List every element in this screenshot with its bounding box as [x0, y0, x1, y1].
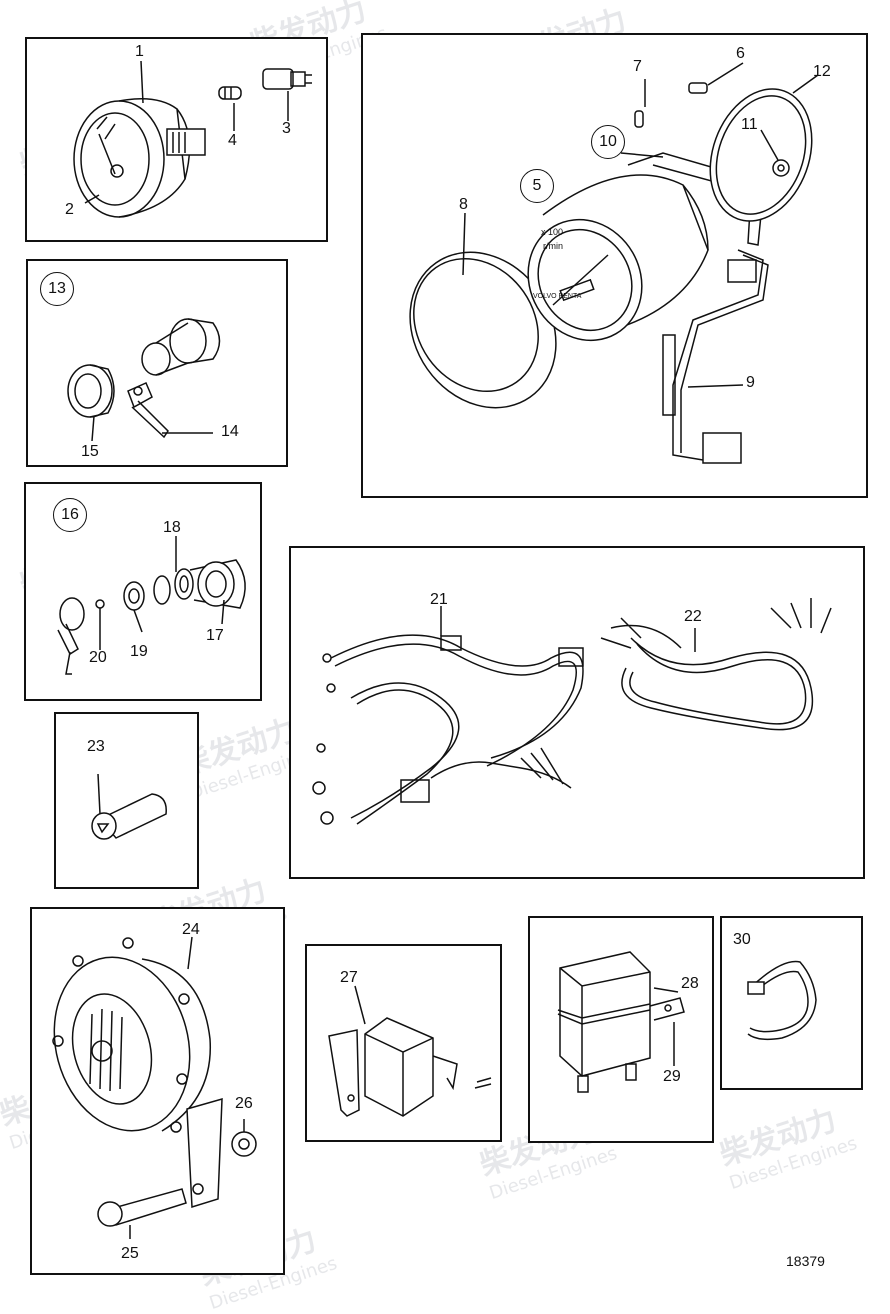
callout-6: 6 [736, 45, 745, 62]
callout-5-circled: 5 [520, 169, 554, 203]
callout-27: 27 [340, 969, 358, 986]
gauge-illustration [27, 39, 330, 244]
panel-bracket: 27 [305, 944, 502, 1142]
callout-2: 2 [65, 201, 74, 218]
bracket-illustration [307, 946, 504, 1144]
callout-16-circled: 16 [53, 498, 87, 532]
wiring-harness-illustration [291, 548, 867, 881]
panel-fuse: 23 [54, 712, 199, 889]
callout-10-circled: 10 [591, 125, 625, 159]
callout-24: 24 [182, 921, 200, 938]
callout-30: 30 [733, 931, 751, 948]
callout-22: 22 [684, 608, 702, 625]
callout-17: 17 [206, 627, 224, 644]
panel-tachometer: x 100 r/min VOLVO PENTA 6 7 8 9 11 12 10… [361, 33, 868, 498]
fuse-illustration [56, 714, 201, 891]
panel-key-switch: 16 17 18 19 20 [24, 482, 262, 701]
tachometer-illustration [363, 35, 870, 500]
panel-cable-tie: 30 [720, 916, 863, 1090]
callout-21: 21 [430, 591, 448, 608]
panel-ignition-switch: 13 14 15 [26, 259, 288, 467]
callout-7: 7 [633, 58, 642, 75]
callout-9: 9 [746, 374, 755, 391]
callout-8: 8 [459, 196, 468, 213]
callout-12: 12 [813, 63, 831, 80]
cable-tie-illustration [722, 918, 865, 1092]
callout-25: 25 [121, 1245, 139, 1262]
callout-13-circled: 13 [40, 272, 74, 306]
callout-29: 29 [663, 1068, 681, 1085]
callout-19: 19 [130, 643, 148, 660]
panel-horn: 24 25 26 [30, 907, 285, 1275]
panel-wiring-harness: 21 22 [289, 546, 865, 879]
panel-gauge: 1 2 3 4 [25, 37, 328, 242]
ignition-switch-illustration [28, 261, 290, 469]
callout-15: 15 [81, 443, 99, 460]
callout-4: 4 [228, 132, 237, 149]
relay-illustration [530, 918, 716, 1145]
callout-14: 14 [221, 423, 239, 440]
callout-20: 20 [89, 649, 107, 666]
document-number: 18379 [786, 1253, 825, 1269]
callout-23: 23 [87, 738, 105, 755]
callout-3: 3 [282, 120, 291, 137]
callout-26: 26 [235, 1095, 253, 1112]
key-switch-illustration [26, 484, 264, 703]
dial-unit-label: r/min [543, 241, 563, 251]
callout-11: 11 [741, 116, 758, 133]
horn-illustration [32, 909, 287, 1277]
dial-brand-label: VOLVO PENTA [533, 293, 582, 300]
dial-scale-label: x 100 [541, 227, 564, 237]
callout-18: 18 [163, 519, 181, 536]
panel-relay: 28 29 [528, 916, 714, 1143]
callout-1: 1 [135, 43, 144, 60]
callout-28: 28 [681, 975, 699, 992]
